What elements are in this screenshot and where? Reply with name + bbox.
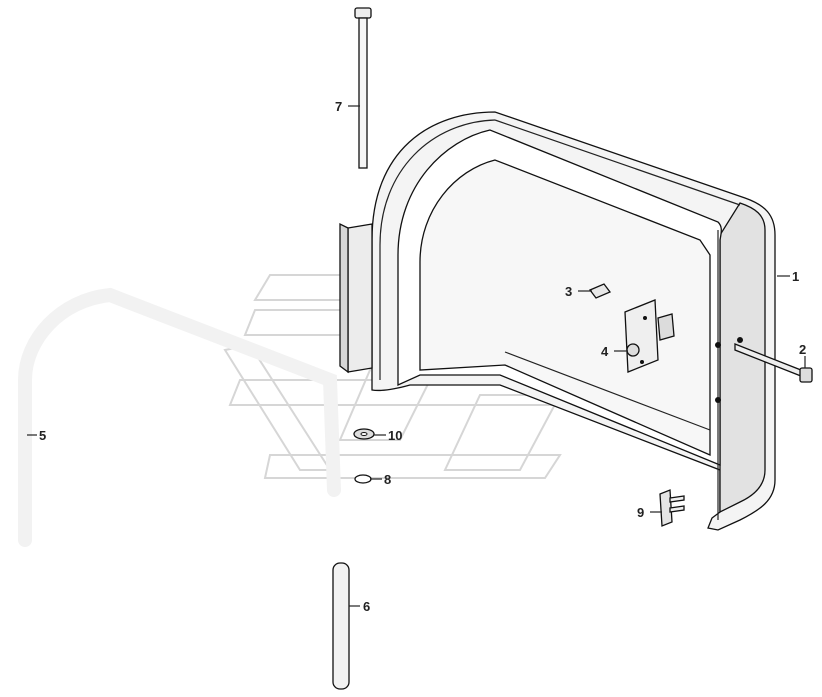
callout-6: 6 — [363, 599, 370, 614]
double-clip — [659, 489, 685, 527]
callout-5: 5 — [39, 428, 46, 443]
mounting-post — [339, 222, 373, 374]
callout-3: 3 — [565, 284, 572, 299]
callout-4: 4 — [601, 344, 609, 359]
callout-1: 1 — [792, 269, 799, 284]
latch-hinge — [624, 299, 675, 373]
spring-clip — [354, 474, 372, 484]
callout-9: 9 — [637, 505, 644, 520]
callout-7: 7 — [335, 99, 342, 114]
leader-lines — [27, 105, 806, 607]
callout-10: 10 — [388, 428, 402, 443]
long-bolt — [354, 7, 372, 169]
hex-bolt — [734, 343, 813, 383]
cover-guard — [371, 111, 776, 531]
callout-2: 2 — [799, 342, 806, 357]
washer — [353, 428, 375, 440]
callout-8: 8 — [384, 472, 391, 487]
bent-tube — [18, 287, 341, 547]
small-plate — [588, 283, 612, 299]
pin — [332, 562, 350, 690]
